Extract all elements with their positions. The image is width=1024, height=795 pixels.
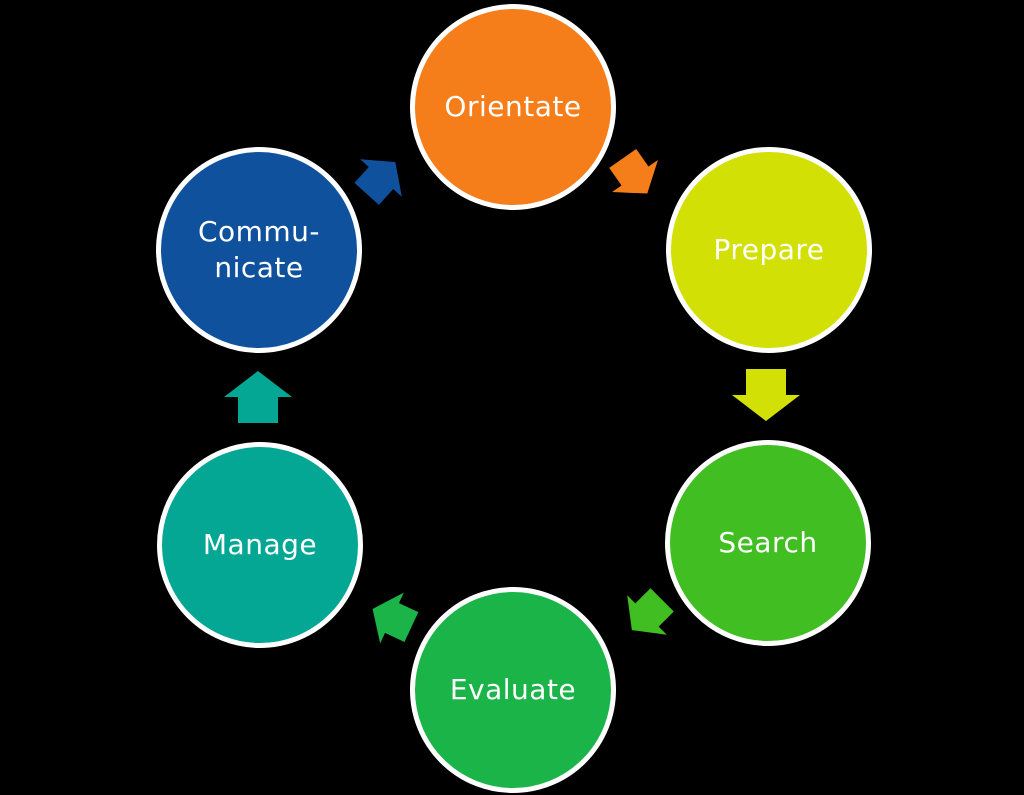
- node-communicate-label-line1: Commu-: [197, 214, 321, 248]
- arrow-search-to-evaluate-shape: [627, 588, 674, 635]
- node-communicate-label-line2: nicate: [214, 251, 304, 284]
- node-manage-label: Manage: [202, 527, 318, 561]
- arrow-orientate-to-prepare-icon: [609, 149, 658, 194]
- arrow-manage-to-communicate-icon: [224, 371, 292, 423]
- arrow-communicate-to-orientate-shape: [354, 159, 402, 205]
- node-search-label: Search: [718, 525, 818, 559]
- arrow-communicate-to-orientate-icon: [354, 159, 402, 205]
- arrow-orientate-to-prepare-shape: [609, 149, 658, 194]
- arrow-evaluate-to-manage-shape: [372, 592, 419, 644]
- node-evaluate-label: Evaluate: [449, 672, 577, 706]
- node-prepare: Prepare: [666, 147, 872, 353]
- node-search: Search: [665, 440, 871, 646]
- arrow-evaluate-to-manage-icon: [372, 592, 419, 644]
- arrow-search-to-evaluate-icon: [627, 588, 674, 635]
- node-prepare-label: Prepare: [713, 232, 825, 266]
- node-communicate: Commu- nicate: [156, 147, 362, 353]
- arrow-prepare-to-search-icon: [732, 369, 800, 421]
- node-manage: Manage: [157, 442, 363, 648]
- node-orientate: Orientate: [410, 4, 616, 210]
- node-orientate-label: Orientate: [444, 89, 582, 123]
- arrow-manage-to-communicate-shape: [224, 371, 292, 423]
- arrow-prepare-to-search-shape: [732, 369, 800, 421]
- node-evaluate: Evaluate: [410, 587, 616, 793]
